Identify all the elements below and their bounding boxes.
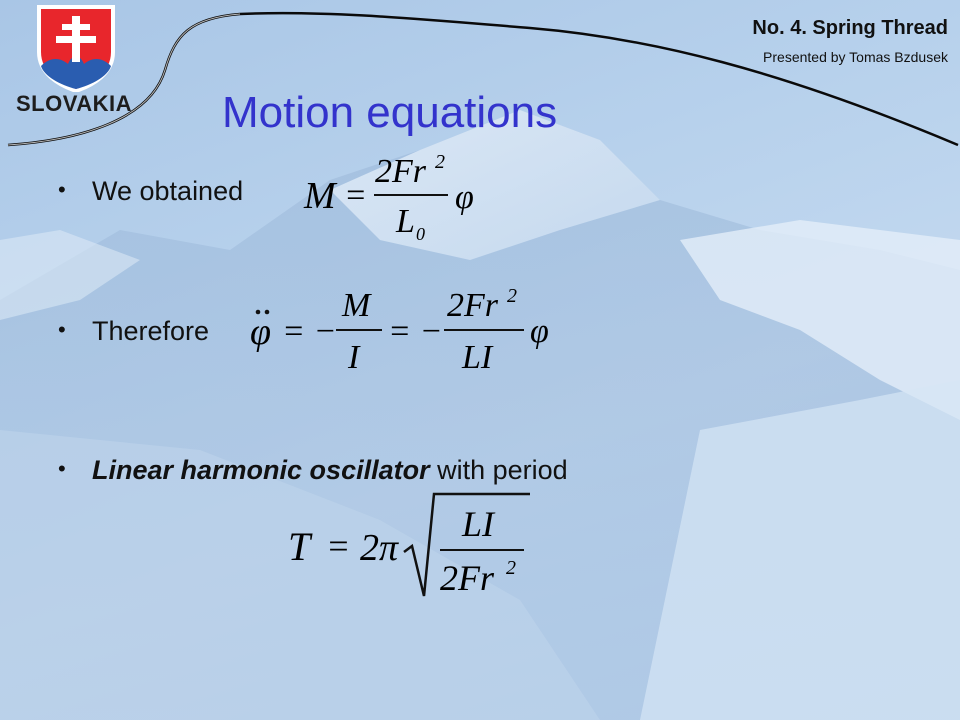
- bullet-text: We obtained: [92, 176, 244, 206]
- eq2-dot: [255, 309, 261, 315]
- eq2-phi-double-dot: φ: [250, 311, 271, 353]
- bullet-icon: •: [58, 317, 66, 342]
- eq2-frac2-exponent: 2: [507, 285, 517, 307]
- sqrt-radical-icon: [403, 492, 530, 597]
- eq1-phi: φ: [455, 179, 474, 216]
- eq3-coefficient: 2π: [360, 527, 399, 569]
- eq3-equals: =: [326, 526, 350, 566]
- bullet-item: • Therefore: [58, 316, 209, 347]
- equation-angular-acceleration: φ = − M I = − 2Fr 2 LI φ: [250, 285, 549, 376]
- eq2-phi: φ: [530, 313, 549, 350]
- eq3-denominator-exponent: 2: [506, 557, 516, 579]
- bullet-icon: •: [58, 456, 66, 481]
- eq1-lhs: M: [303, 175, 338, 217]
- eq3-denominator: 2Fr: [440, 558, 495, 598]
- eq3-numerator: LI: [461, 504, 496, 544]
- presenter-name: Presented by Tomas Bzdusek: [763, 49, 948, 65]
- eq2-equals-minus-2: = −: [388, 313, 442, 350]
- bullet-text: Therefore: [92, 316, 210, 346]
- bullet-item: • Linear harmonic oscillator with period: [58, 455, 568, 486]
- eq2-dot: [264, 309, 270, 315]
- eq2-equals-minus-1: = −: [282, 313, 336, 350]
- equation-torque: M = 2Fr 2 L 0 φ: [303, 151, 474, 244]
- eq2-frac2-numerator: 2Fr: [447, 287, 499, 324]
- eq1-numerator: 2Fr: [375, 153, 427, 190]
- bullet-icon: •: [58, 177, 66, 202]
- equation-period: T = 2π LI 2Fr 2: [288, 492, 530, 598]
- eq2-frac2-denominator: LI: [461, 339, 494, 376]
- eq2-frac1-denominator: I: [347, 339, 361, 376]
- eq1-denominator-subscript: 0: [416, 224, 425, 244]
- bullet-text: with period: [429, 455, 568, 485]
- eq1-equals: =: [344, 177, 367, 214]
- eq3-lhs: T: [288, 524, 313, 569]
- eq1-numerator-exponent: 2: [435, 151, 445, 173]
- presentation-title: No. 4. Spring Thread: [752, 17, 948, 39]
- eq2-frac1-numerator: M: [341, 287, 372, 324]
- bullet-item: • We obtained: [58, 176, 243, 207]
- slovakia-coat-of-arms-icon: [37, 5, 115, 92]
- logo-text: SLOVAKIA: [16, 91, 133, 116]
- eq1-denominator: L: [395, 203, 415, 240]
- slide-title: Motion equations: [222, 88, 558, 137]
- bullet-emphasis: Linear harmonic oscillator: [92, 455, 430, 485]
